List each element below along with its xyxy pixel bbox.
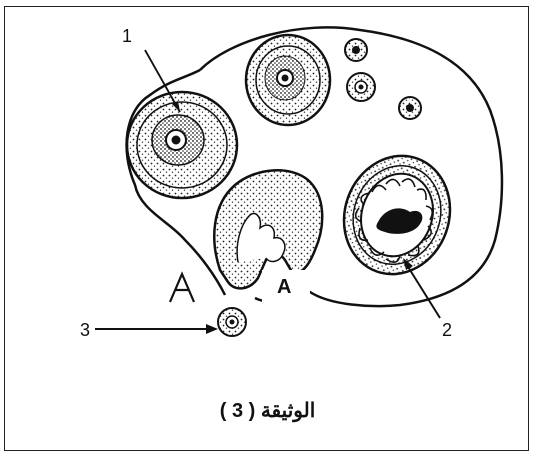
follicle-mature [328,141,467,289]
released-oocyte [218,308,246,336]
label-1: 1 [122,26,132,47]
follicle-small-c [399,97,421,119]
figure-caption: الوثيقة ( 3 ) [0,398,535,423]
follicle-medium [246,35,330,125]
label-a: A [277,276,291,299]
label-2: 2 [442,320,452,341]
follicle-small-b [347,73,375,101]
follicle-large [127,92,237,198]
arrow-2 [403,258,440,318]
follicle-small-a [345,39,367,61]
arrow-3 [95,324,218,334]
label-3: 3 [80,320,90,341]
handwritten-a [170,274,194,302]
